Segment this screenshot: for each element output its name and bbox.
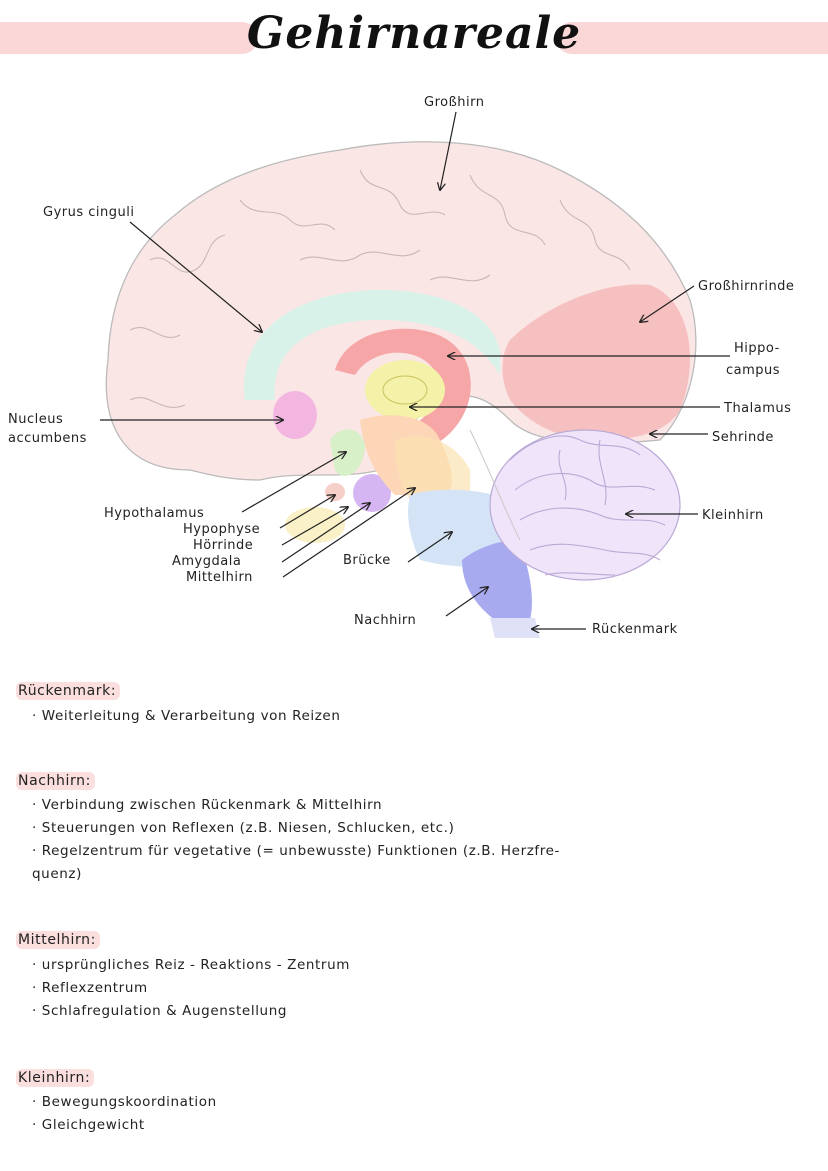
label-gyrus-cinguli: Gyrus cinguli	[43, 205, 134, 220]
label-grosshirn: Großhirn	[424, 95, 484, 110]
kleinhirn-region	[489, 429, 681, 581]
label-hippocampus-1: Hippo-	[734, 341, 780, 356]
label-mittelhirn: Mittelhirn	[186, 570, 253, 585]
occipital-region	[502, 284, 690, 440]
brain-diagram: Großhirn Gyrus cinguli Großhirnrinde Hip…	[8, 95, 794, 638]
label-kleinhirn: Kleinhirn	[702, 508, 764, 523]
label-hypothalamus: Hypothalamus	[104, 506, 204, 521]
note-item: · Regelzentrum für vegetative (= unbewus…	[32, 843, 561, 859]
note-item: · Schlafregulation & Augenstellung	[32, 1003, 288, 1019]
note-item: · ursprüngliches Reiz - Reaktions - Zent…	[32, 957, 350, 973]
heading-kleinhirn: Kleinhirn:	[16, 1069, 95, 1087]
hippocampus-region	[335, 328, 471, 445]
note-item: · Gleichgewicht	[32, 1117, 145, 1133]
hypophyse-region	[325, 483, 345, 501]
label-hypophyse: Hypophyse	[183, 522, 260, 537]
label-rueckenmark: Rückenmark	[592, 622, 678, 637]
note-item: · Reflexzentrum	[32, 980, 148, 996]
title-highlight-left	[0, 22, 258, 54]
label-amygdala: Amygdala	[172, 554, 241, 569]
label-nucleus-1: Nucleus	[8, 412, 63, 427]
label-arrows	[100, 111, 730, 629]
note-item: quenz)	[32, 866, 82, 882]
gyrus-cinguli-region	[243, 290, 500, 400]
heading-rueckenmark: Rückenmark:	[16, 682, 121, 700]
heading-mittelhirn: Mittelhirn:	[16, 931, 100, 949]
note-item: · Bewegungskoordination	[32, 1094, 217, 1110]
note-item: · Steuerungen von Reflexen (z.B. Niesen,…	[32, 820, 455, 836]
title-highlight-right	[556, 22, 828, 54]
label-hoerrinde: Hörrinde	[193, 538, 253, 553]
gyri-lines	[129, 169, 631, 408]
label-grosshirnrinde: Großhirnrinde	[698, 279, 794, 294]
note-item: · Weiterleitung & Verarbeitung von Reize…	[32, 708, 341, 724]
rueckenmark-region	[490, 618, 540, 638]
label-bruecke: Brücke	[343, 553, 391, 568]
label-nucleus-2: accumbens	[8, 431, 87, 446]
label-hippocampus-2: campus	[726, 363, 780, 378]
page-title: Gehirnareale	[246, 8, 582, 59]
nucleus-accumbens-region	[273, 391, 317, 439]
nachhirn-region	[462, 540, 532, 620]
label-thalamus: Thalamus	[723, 401, 791, 416]
thalamus-region	[365, 360, 445, 420]
note-item: · Verbindung zwischen Rückenmark & Mitte…	[32, 797, 383, 813]
label-nachhirn: Nachhirn	[354, 613, 416, 628]
label-sehrinde: Sehrinde	[712, 430, 774, 445]
heading-nachhirn: Nachhirn:	[16, 772, 95, 790]
